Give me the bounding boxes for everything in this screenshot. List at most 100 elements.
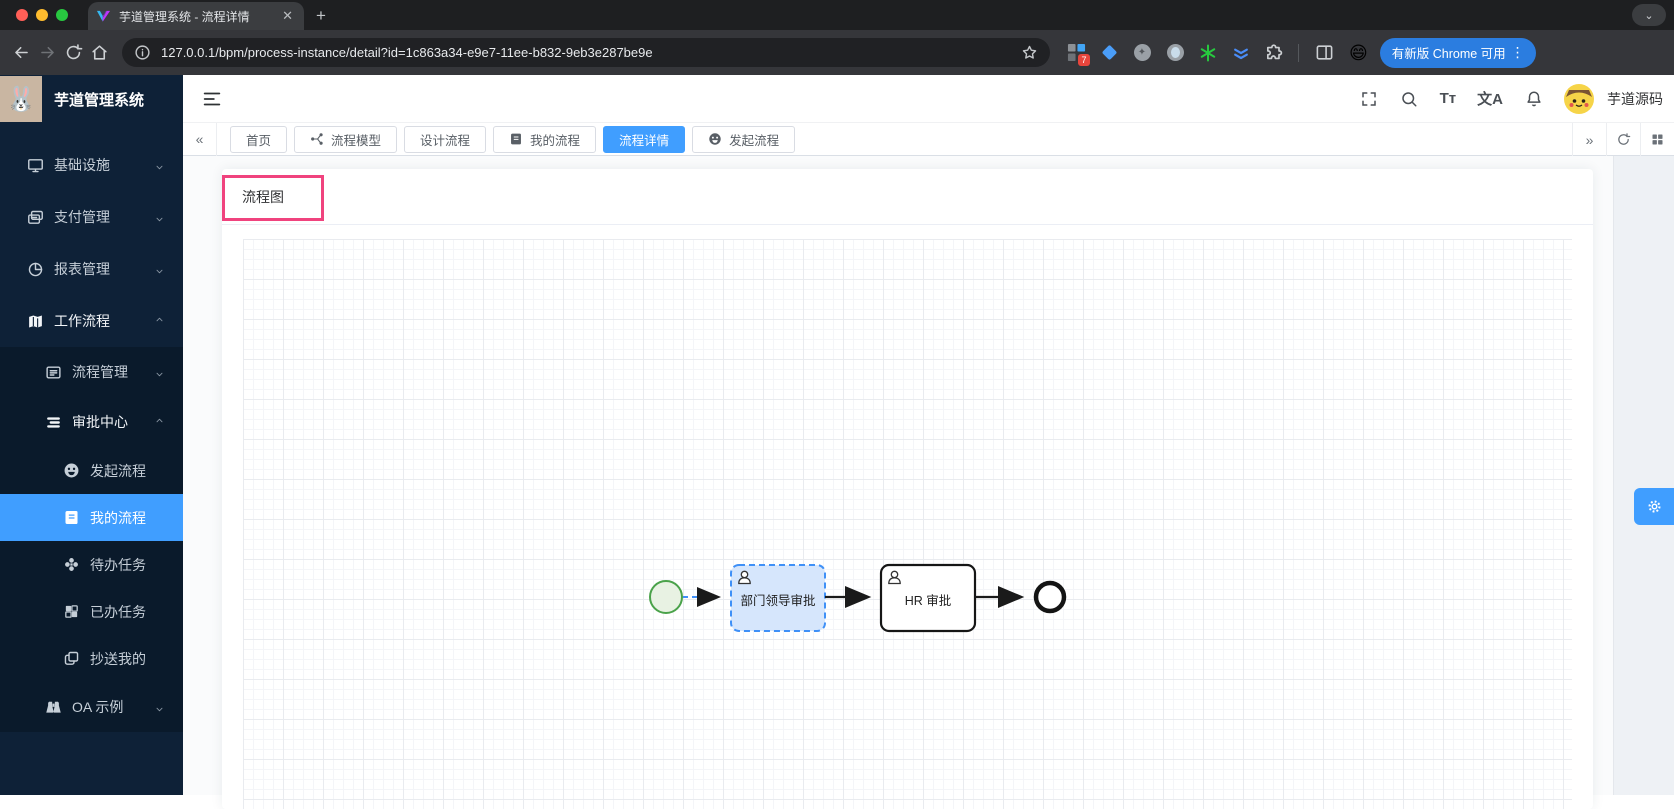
site-favicon-icon	[96, 10, 111, 22]
sidebar-item-pinwheel[interactable]: 待办任务	[0, 541, 183, 588]
layers-extension-icon[interactable]	[1231, 43, 1251, 63]
inspector-highlight-box	[222, 175, 324, 221]
content-right-gutter	[1613, 156, 1674, 795]
window-close-button[interactable]	[16, 9, 28, 21]
bpmn-diagram: 部门领导审批 HR 审批	[649, 563, 1067, 633]
font-size-icon[interactable]: Tᴛ	[1439, 90, 1457, 107]
page-tabs: 首页 流程模型 设计流程 我的流程 流程详情 发起流程	[230, 125, 796, 153]
browser-tab[interactable]: 芋道管理系统 - 流程详情 ✕	[88, 2, 304, 30]
browser-menu-icon[interactable]: ⋮	[1510, 44, 1525, 60]
monitor-icon	[26, 156, 44, 174]
address-bar[interactable]: 127.0.0.1/bpm/process-instance/detail?id…	[122, 38, 1050, 67]
sidebar-item-wallet[interactable]: 支付管理	[0, 191, 183, 243]
chevron-down-icon	[154, 702, 165, 713]
process-diagram-card: 流程图	[222, 169, 1593, 809]
theme-settings-button[interactable]	[1634, 488, 1674, 525]
chevron-up-icon	[154, 417, 165, 428]
page-tab[interactable]: 设计流程	[404, 125, 487, 153]
page-tab-label: 我的流程	[530, 133, 581, 148]
sidebar-item-label: 我的流程	[90, 509, 146, 526]
sidebar-item-pie[interactable]: 报表管理	[0, 243, 183, 295]
site-info-icon[interactable]	[134, 44, 151, 61]
forward-icon[interactable]	[34, 40, 60, 66]
user-avatar[interactable]	[1564, 83, 1594, 114]
extensions-puzzle-icon[interactable]	[1264, 43, 1284, 63]
fullscreen-icon[interactable]	[1360, 89, 1379, 108]
bookmark-star-icon[interactable]	[1021, 44, 1038, 61]
sidebar-item-label: 基础设施	[54, 157, 110, 173]
tab-close-icon[interactable]: ✕	[282, 8, 293, 23]
app-logo[interactable]: 🐰 芋道管理系统	[0, 75, 183, 123]
window-minimize-button[interactable]	[36, 9, 48, 21]
tabs-scroll-left-icon[interactable]: «	[183, 122, 217, 156]
end-event-node[interactable]	[1033, 580, 1067, 614]
start-event-node[interactable]	[649, 580, 683, 614]
sidebar-item-book[interactable]: 我的流程	[0, 494, 183, 541]
logo-image: 🐰	[0, 76, 42, 122]
copy-icon	[62, 650, 80, 668]
tab-layout-grid-icon[interactable]	[1640, 123, 1674, 156]
sidebar-item-label: 工作流程	[54, 313, 110, 329]
page-tab-active[interactable]: 流程详情	[603, 125, 686, 153]
side-panel-icon[interactable]	[1311, 40, 1337, 66]
profile-avatar-icon[interactable]: 😄	[1349, 42, 1368, 63]
page-tab-label: 流程详情	[619, 133, 670, 148]
sidebar-item-label: OA 示例	[72, 699, 124, 715]
page-tab-label: 设计流程	[420, 133, 471, 148]
sidebar-item-binoculars[interactable]: OA 示例	[0, 682, 183, 732]
pinwheel-icon	[62, 556, 80, 574]
tab-search-button[interactable]: ⌄	[1632, 4, 1666, 26]
back-icon[interactable]	[8, 40, 34, 66]
sidebar-item-label: 待办任务	[90, 556, 146, 573]
tabs-scroll-right-icon[interactable]: »	[1572, 123, 1606, 156]
new-tab-button[interactable]: +	[316, 6, 326, 25]
sidebar-item-map[interactable]: 工作流程	[0, 295, 183, 347]
extensions-row: 7 ✦	[1066, 43, 1284, 66]
sidebar-item-flowlist[interactable]: 流程管理	[0, 347, 183, 397]
language-icon[interactable]: 文A	[1477, 91, 1503, 108]
sidebar-item-squares[interactable]: 已办任务	[0, 588, 183, 635]
round-extension-2-icon[interactable]	[1165, 43, 1185, 63]
page-tab[interactable]: 流程模型	[294, 125, 398, 153]
sidebar-item-label: 报表管理	[54, 261, 110, 277]
squares-icon	[62, 603, 80, 621]
page-tab[interactable]: 首页	[230, 125, 288, 153]
toolbar-divider	[1298, 43, 1299, 62]
pie-icon	[26, 260, 44, 278]
menu-collapse-icon[interactable]	[201, 88, 223, 110]
task1-label: 部门领导审批	[740, 593, 815, 608]
tab-refresh-icon[interactable]	[1606, 123, 1640, 156]
smile-icon	[708, 132, 722, 146]
page-tab[interactable]: 发起流程	[692, 125, 796, 153]
wallet-icon	[26, 208, 44, 226]
user-task-node-dept-approve[interactable]: 部门领导审批	[730, 564, 826, 632]
round-extension-icon[interactable]: ✦	[1132, 43, 1152, 63]
sidebar-item-monitor[interactable]: 基础设施	[0, 139, 183, 191]
gem-extension-icon[interactable]	[1099, 43, 1119, 63]
page-tab-label: 首页	[246, 133, 272, 148]
search-icon[interactable]	[1400, 89, 1419, 108]
page-tab[interactable]: 我的流程	[493, 125, 597, 153]
user-name[interactable]: 芋道源码	[1607, 90, 1663, 107]
star-extension-icon[interactable]	[1198, 43, 1218, 63]
devtools-extension-icon[interactable]: 7	[1066, 43, 1090, 66]
sidebar-item-bars[interactable]: 审批中心	[0, 397, 183, 447]
url-text[interactable]: 127.0.0.1/bpm/process-instance/detail?id…	[161, 45, 653, 60]
window-maximize-button[interactable]	[56, 9, 68, 21]
bpmn-canvas[interactable]: 部门领导审批 HR 审批	[243, 239, 1572, 809]
sidebar-menu: 基础设施支付管理报表管理工作流程流程管理审批中心发起流程我的流程待办任务已办任务…	[0, 123, 183, 795]
user-task-icon	[738, 570, 751, 585]
chevron-down-icon	[154, 367, 165, 378]
page-tab-label: 发起流程	[729, 133, 780, 148]
sidebar-item-smile[interactable]: 发起流程	[0, 447, 183, 494]
user-task-icon	[888, 570, 901, 585]
sidebar-item-label: 流程管理	[72, 364, 128, 380]
reload-icon[interactable]	[60, 40, 86, 66]
chrome-update-button[interactable]: 有新版 Chrome 可用 ⋮	[1379, 37, 1536, 68]
user-task-node-hr-approve[interactable]: HR 审批	[879, 563, 977, 633]
window-controls	[16, 9, 68, 21]
notification-bell-icon[interactable]	[1524, 89, 1543, 108]
chevron-down-icon	[154, 160, 165, 171]
sidebar-item-copy[interactable]: 抄送我的	[0, 635, 183, 682]
home-icon[interactable]	[86, 40, 112, 66]
